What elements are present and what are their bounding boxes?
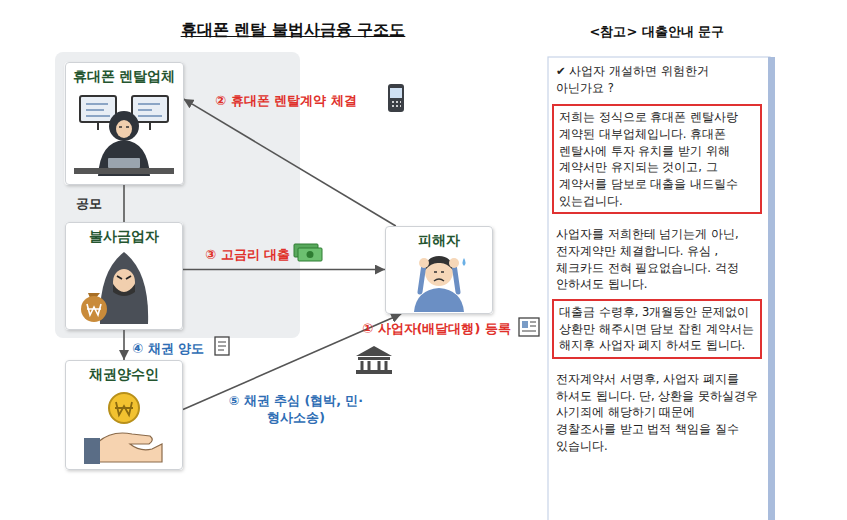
phone-icon-part: [388, 84, 404, 112]
reference-panel: <참고> 대출안내 문구 ✔ 사업자 개설하면 위험한거 아닌가요 ? 저희는 정식…: [548, 22, 766, 454]
court-icon: [356, 346, 392, 374]
phone-icon-part: [390, 88, 402, 98]
document-icon: [215, 337, 229, 355]
hacker-illustration-part: [108, 158, 140, 168]
box-fill: [65, 222, 183, 330]
victim-illustration-part: [449, 258, 459, 268]
diagram-title: 휴대폰 렌탈 불법사금융 구조도: [0, 20, 586, 41]
victim-illustration-part: [434, 279, 444, 281]
step-label: ① 사업자(배달대행) 등록: [362, 320, 511, 338]
hacker-illustration-part: [116, 120, 132, 138]
money-icon: [294, 244, 322, 261]
actor-box: 휴대폰 렌탈업체: [65, 62, 184, 185]
victim-illustration-part: [425, 256, 453, 270]
loan-shark-illustration-part: [81, 296, 107, 322]
court-icon-part: [356, 346, 392, 356]
box-fill: [65, 360, 183, 470]
box-label: 채권양수인: [89, 366, 159, 384]
highlight-box: 대출금 수령후, 3개월동안 문제없이 상환만 해주시면 담보 잡힌 계약서는 …: [552, 299, 762, 359]
reference-frame-part: [548, 57, 770, 520]
victim-illustration-part: [420, 264, 458, 292]
document-icon-part: [218, 342, 226, 350]
victim-box: 피해자: [385, 226, 493, 314]
court-icon-part: [362, 361, 386, 370]
box-fill: [65, 62, 184, 185]
box-fills: [65, 62, 494, 470]
loan-shark-illustration-part: [113, 269, 135, 295]
loan-shark-illustration-part: [100, 252, 148, 324]
box-label: 피해자: [418, 232, 460, 250]
hacker-illustration-part: [132, 96, 168, 122]
money-icon-part: [307, 251, 314, 258]
flow-arrow: [123, 330, 125, 360]
actor-box: 불사금업자: [65, 222, 183, 330]
box-label: 휴대폰 렌탈업체: [73, 68, 176, 86]
phone-icon-part: [392, 102, 401, 106]
hacker-illustration-part: [119, 126, 129, 128]
victim-illustration-part: [463, 258, 466, 266]
court-icon-part: [358, 357, 390, 360]
body-text: 사업자를 저희한테 넘기는게 아닌,전자계약만 체결합니다. 유심 , 체크카드…: [556, 226, 758, 293]
registration-icon-part: [519, 318, 539, 336]
registration-icon: [519, 318, 539, 336]
creditor-illustration-part: [109, 393, 139, 423]
registration-icon-part: [522, 322, 536, 331]
body-text: ✔ 사업자 개설하면 위험한거 아닌가요 ?: [556, 63, 758, 96]
edge-label: ② 휴대폰 렌탈계약 체결: [215, 92, 357, 110]
loan-shark-illustration: [81, 252, 148, 324]
hacker-illustration-part: [74, 168, 174, 174]
box-fill: [385, 226, 493, 314]
creditor-illustration-part: [98, 433, 162, 462]
victim-illustration-part: [419, 258, 429, 268]
edge-label: 공모: [76, 195, 102, 213]
reference-frame: [548, 57, 775, 520]
hacker-illustration: [74, 96, 174, 176]
phone-icon: [388, 84, 404, 112]
loan-shark-illustration-part: [117, 276, 131, 279]
panel-heading: <참고> 대출안내 문구: [556, 22, 758, 42]
collusion-link: [123, 185, 125, 222]
edge-label: ④ 채권 양도: [132, 340, 204, 358]
edge-label: ⑤ 채권 추심 (협박, 민·형사소송): [226, 393, 366, 427]
box-label: 불사금업자: [89, 228, 159, 246]
flow-arrow: [184, 99, 396, 226]
flow-arrow: [183, 269, 385, 271]
victim-illustration: [414, 256, 466, 312]
money-icon-part: [298, 248, 322, 261]
registration-icon-part: [522, 321, 528, 328]
hacker-illustration-part: [109, 111, 139, 141]
document-icon-part: [215, 337, 229, 355]
loan-shark-illustration-part: [113, 284, 135, 296]
body-text: 저희는 정식으로 휴대폰 렌탈사랑 계약된 대부업체입니다. 휴대폰 렌탈사에 …: [559, 109, 755, 209]
highlight-box: 저희는 정식으로 휴대폰 렌탈사랑 계약된 대부업체입니다. 휴대폰 렌탈사에 …: [552, 104, 762, 214]
loan-shark-illustration-part: [87, 304, 101, 315]
reference-frame-part: [768, 57, 775, 520]
body-text: 대출금 수령후, 3개월동안 문제없이 상환만 해주시면 담보 잡힌 계약서는 …: [559, 304, 755, 354]
victim-illustration-part: [434, 271, 444, 272]
edge-label: ③ 고금리 대출: [205, 246, 290, 264]
actor-box: 채권양수인: [65, 360, 183, 470]
body-text: 전자계약서 서명후, 사업자 폐지를 하셔도 됩니다. 단, 상환을 못하실경우…: [556, 371, 758, 454]
creditor-illustration: [84, 393, 162, 464]
court-icon-part: [356, 370, 392, 374]
creditor-illustration-part: [115, 402, 133, 415]
creditor-illustration-part: [84, 438, 100, 464]
hacker-illustration-part: [80, 96, 116, 122]
